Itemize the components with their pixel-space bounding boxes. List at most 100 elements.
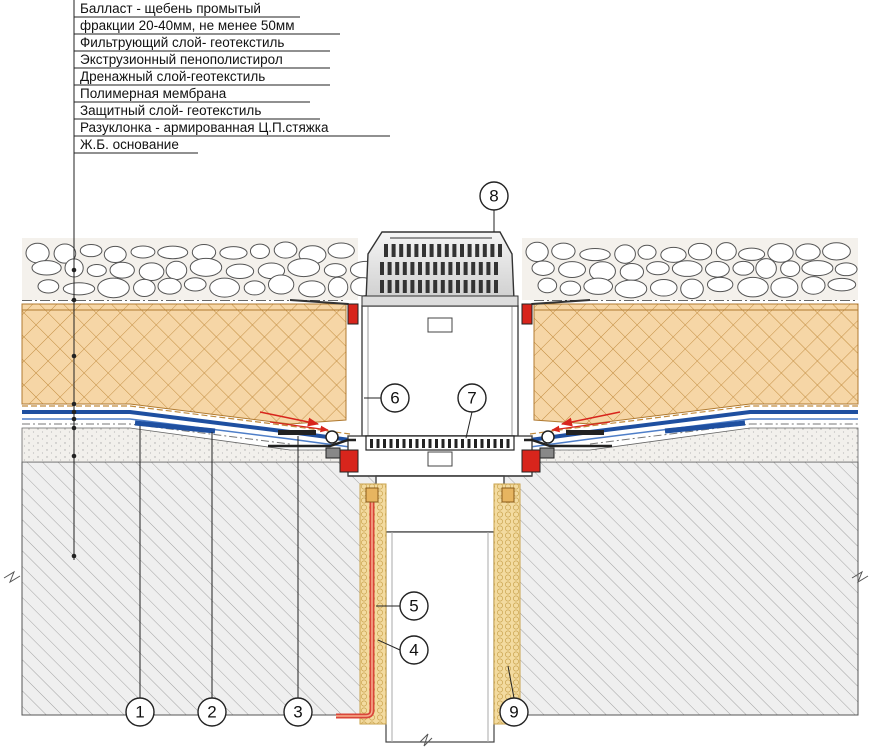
grating-slot — [380, 262, 384, 275]
legend-label: Фильтрующий слой- геотекстиль — [80, 35, 284, 50]
legend-anchor-dot — [71, 401, 77, 407]
pebble — [86, 263, 107, 277]
xps-insulation — [21, 303, 859, 425]
pebble — [801, 276, 826, 295]
pebble — [133, 278, 156, 298]
water-flow-arrows — [259, 411, 621, 433]
inner-slot — [487, 439, 490, 448]
grating-slot — [478, 280, 483, 293]
callout-3: 3 — [283, 436, 313, 727]
grating-slot — [475, 244, 480, 257]
leaf-guard-grating — [361, 231, 519, 307]
inner-slot — [448, 439, 451, 448]
grating-slot — [437, 244, 442, 257]
pebble — [637, 244, 657, 260]
pebble — [327, 242, 355, 259]
callout-leader — [377, 639, 401, 651]
grating-slot — [395, 280, 400, 293]
pebble — [558, 261, 586, 278]
pebble — [822, 242, 851, 261]
pebble — [79, 244, 103, 258]
pebble — [25, 242, 50, 264]
inner-slot — [454, 439, 458, 448]
pebble — [53, 243, 77, 264]
pebble — [619, 262, 645, 281]
grating-slot — [456, 280, 460, 293]
flange-and-clamps — [268, 299, 612, 477]
pebble — [273, 241, 298, 259]
grating-slot — [433, 262, 438, 275]
grating-slot — [433, 280, 438, 293]
inner-slot — [435, 439, 438, 448]
inner-slot — [422, 439, 425, 448]
callout-number: 4 — [409, 641, 418, 660]
callout-leader — [507, 665, 515, 699]
callout-number: 1 — [135, 703, 144, 722]
grating-slot — [399, 244, 404, 257]
pebble — [715, 242, 737, 261]
callout-circle — [479, 181, 509, 211]
grating-slot — [418, 280, 422, 293]
inner-slot — [480, 439, 484, 448]
pebble — [219, 246, 248, 260]
legend-label: Защитный слой- геотекстиль — [80, 103, 261, 118]
pebble — [225, 263, 255, 279]
legend-anchor-dot — [71, 267, 77, 273]
pebble — [583, 277, 614, 295]
inner-slot — [376, 439, 380, 448]
grating-slot — [490, 244, 495, 257]
pebble — [267, 274, 295, 295]
pebble — [183, 277, 207, 292]
callout-number: 5 — [409, 597, 418, 616]
grating-slot — [460, 244, 464, 257]
callout-number: 2 — [207, 703, 216, 722]
legend-anchor-dot — [71, 409, 77, 415]
pebble — [801, 260, 834, 277]
grating-slot — [384, 244, 388, 257]
grating-slot — [478, 262, 483, 275]
grating-slot — [380, 280, 384, 293]
grating-slot — [456, 262, 460, 275]
grating-slot — [410, 262, 415, 275]
pebble — [31, 260, 62, 276]
grating-slot — [391, 244, 396, 257]
callout-circle — [399, 635, 429, 665]
pebble — [646, 261, 670, 276]
inner-slot — [389, 439, 393, 448]
callout-circle — [499, 697, 529, 727]
grating-slot — [482, 244, 487, 257]
grating-slot — [422, 244, 426, 257]
pebble — [770, 277, 799, 298]
grating-slot — [463, 280, 468, 293]
pebble — [614, 279, 648, 299]
legend-anchor-dot — [71, 353, 77, 359]
pebble — [37, 279, 60, 294]
grating-slot — [452, 244, 457, 257]
pebble — [795, 243, 821, 261]
pebble — [680, 278, 704, 300]
inner-slot — [396, 439, 399, 448]
legend-label: Полимерная мембрана — [80, 86, 227, 101]
pebble — [525, 241, 549, 263]
pebble — [706, 276, 734, 293]
pebble — [531, 260, 555, 276]
grating-slot — [406, 244, 411, 257]
callout-circle — [283, 697, 313, 727]
inner-slot — [428, 439, 432, 448]
pebble — [827, 277, 857, 292]
legend-anchor-dot — [71, 453, 77, 459]
callout-leader — [465, 411, 473, 439]
pebble — [755, 258, 777, 279]
pebble — [551, 242, 576, 260]
callout-7: 7 — [457, 383, 487, 439]
callout-circle — [399, 591, 429, 621]
pebble — [209, 277, 240, 298]
grating-slot — [414, 244, 419, 257]
inner-slot — [506, 439, 510, 448]
pebble — [738, 247, 766, 261]
grating-slot — [463, 262, 468, 275]
legend-anchor-dot — [71, 297, 77, 303]
grating-slot — [471, 280, 476, 293]
